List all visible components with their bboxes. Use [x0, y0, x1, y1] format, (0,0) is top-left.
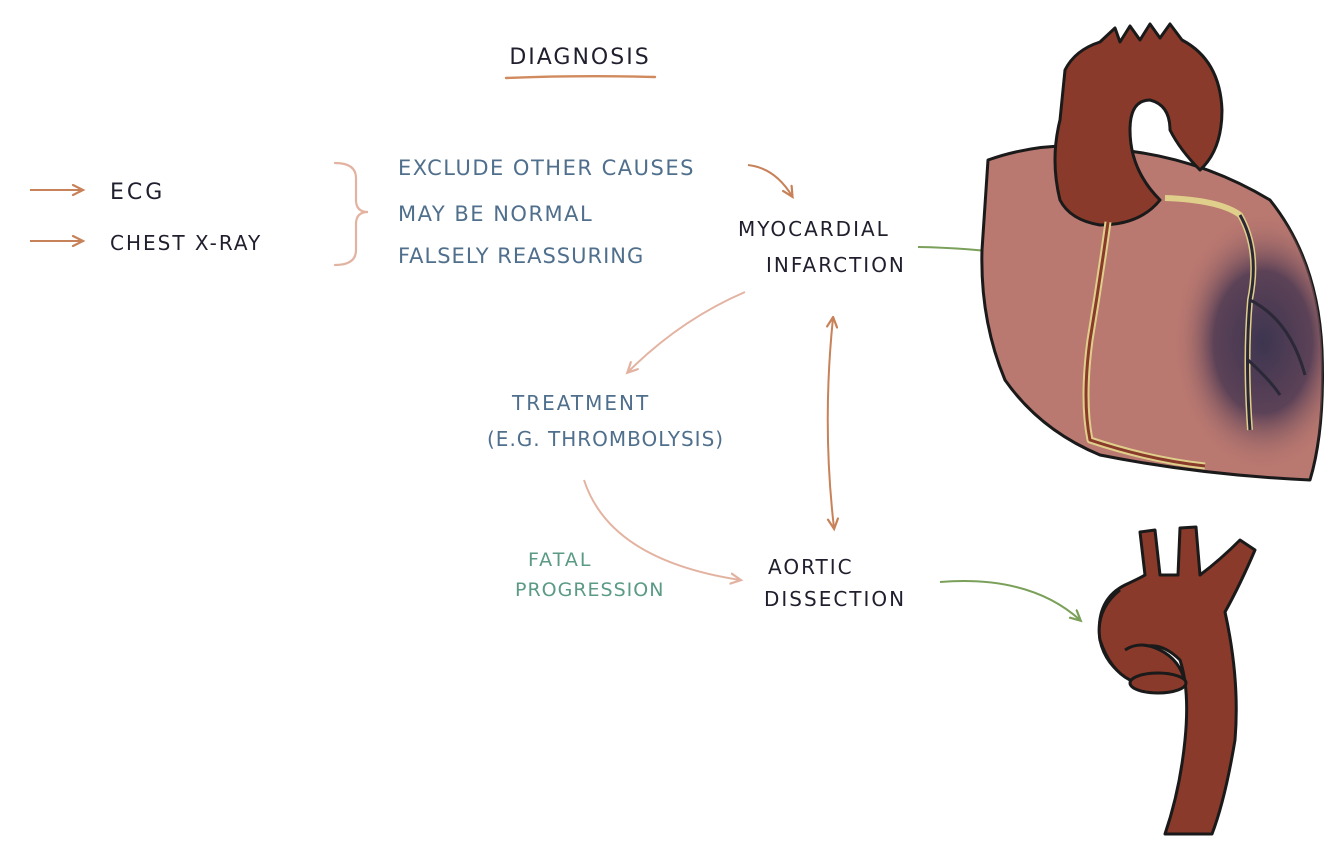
- note-falsely-reassuring: FALSELY REASSURING: [398, 244, 644, 268]
- test-chest-xray: CHEST X-RAY: [110, 231, 262, 255]
- node-dissection-line1: AORTIC: [768, 555, 854, 579]
- node-dissection-line2: DISSECTION: [764, 587, 906, 611]
- heart-illustration: [980, 22, 1324, 482]
- node-mi-line1: MYOCARDIAL: [738, 217, 890, 241]
- note-exclude-other-causes: EXCLUDE OTHER CAUSES: [398, 156, 695, 180]
- arrow-mi-dissection-bidirectional: [828, 318, 834, 528]
- arrow-treatment-to-dissection: [583, 479, 740, 580]
- title-underline: [504, 75, 657, 80]
- arrow-exclude-to-mi: [747, 164, 792, 196]
- curly-brace: [333, 161, 369, 267]
- arrow-mi-to-treatment: [628, 291, 746, 372]
- node-treatment-line2: (E.G. THROMBOLYSIS): [487, 427, 724, 451]
- test-ecg: ECG: [110, 180, 165, 205]
- note-may-be-normal: MAY BE NORMAL: [398, 202, 593, 226]
- node-treatment-line1: TREATMENT: [511, 391, 650, 415]
- label-fatal: FATAL: [528, 549, 592, 571]
- aorta-illustration: [1097, 525, 1257, 836]
- label-progression: PROGRESSION: [515, 579, 664, 601]
- node-mi-line2: INFARCTION: [766, 253, 906, 277]
- arrow-dissection-to-aorta: [939, 580, 1080, 620]
- diagram-title: DIAGNOSIS: [509, 45, 650, 70]
